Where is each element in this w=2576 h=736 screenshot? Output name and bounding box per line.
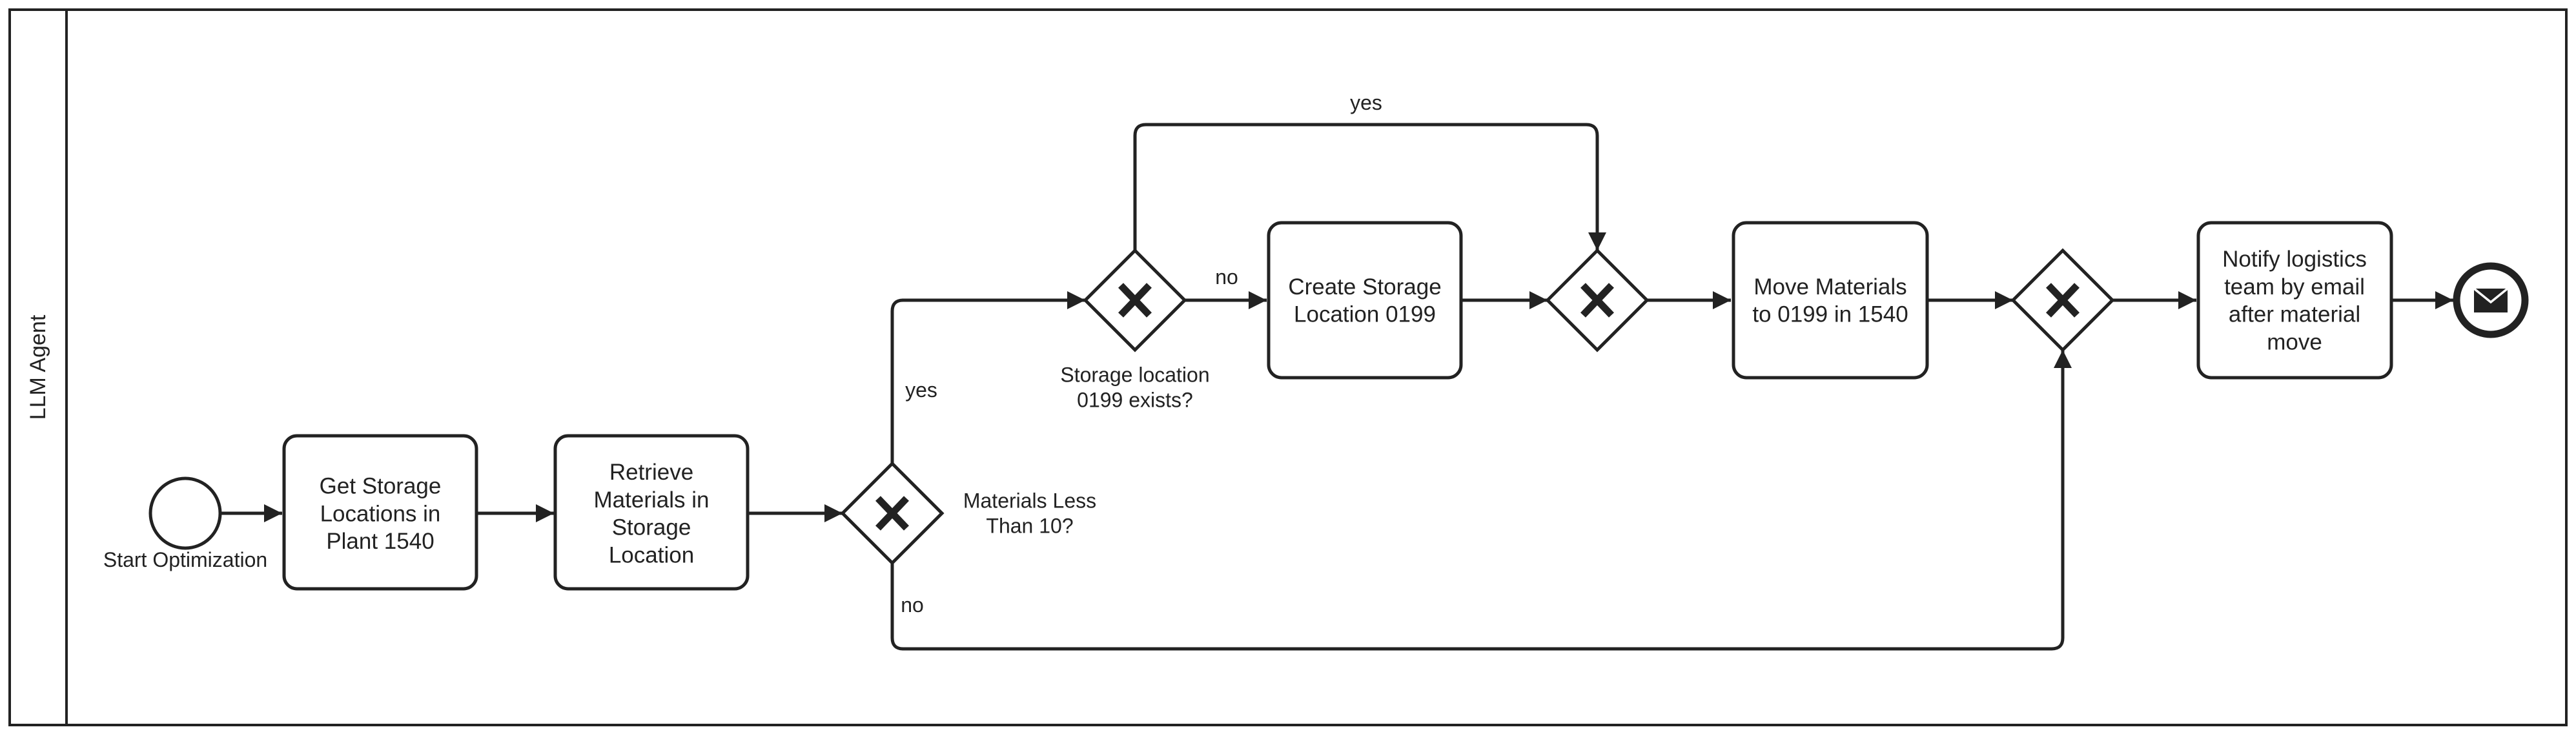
start-event-circle[interactable] [148,476,222,550]
gateway-merge-storage[interactable] [1545,248,1650,353]
label-line: Retrieve [609,460,693,485]
start-event-label: Start Optimization [103,548,267,571]
x-marker-icon [875,496,909,531]
flow-labels: yes no yes no [901,91,1382,617]
label-line: Locations in [320,501,441,526]
label-line: Create Storage [1288,274,1441,300]
pool: LLM Agent [8,8,2568,726]
sequence-flows [221,123,2453,651]
task-box[interactable] [2196,221,2393,380]
end-event-message[interactable] [2453,262,2529,338]
flow-label-yes-top: yes [1350,91,1382,114]
task-box[interactable] [1732,221,1929,380]
x-marker-icon [1118,283,1152,318]
flow-label-yes-materials: yes [905,378,937,402]
flow-label-no-create: no [1215,265,1238,289]
flow-storage-yes-to-merge[interactable] [1133,123,1606,250]
label-line: Materials in [594,487,710,513]
label-line: Move Materials [1753,274,1906,300]
label-line: Storage location [1060,363,1209,387]
flow-materials-no-to-final-gateway[interactable] [890,350,2072,651]
label-line: Get Storage [320,474,442,499]
flow-label-no-materials: no [901,593,924,617]
task-box[interactable] [553,434,750,591]
label-line: team by email [2224,274,2365,300]
task-box[interactable] [282,434,478,591]
label-line: Than 10? [986,515,1073,538]
pool-border [8,8,2568,726]
task-box[interactable] [1267,221,1463,380]
label-line: Location [609,542,694,567]
label-line: 0199 exists? [1077,389,1193,412]
x-marker-icon [2046,283,2080,318]
label-line: to 0199 in 1540 [1752,302,1908,327]
envelope-icon [2473,287,2509,312]
lane-label: LLM Agent [26,314,50,420]
flow-materials-yes-to-storage-gateway[interactable] [890,291,1085,464]
label-line: Materials Less [963,489,1096,513]
label-line: Location 0199 [1294,302,1436,327]
label-line: after material [2229,302,2360,327]
start-event[interactable]: Start Optimization [103,476,267,571]
label-line: move [2267,329,2322,354]
x-marker-icon [1580,283,1614,318]
label-line: Notify logistics [2222,247,2367,272]
gateway-merge-final[interactable] [2010,248,2115,353]
label-line: Storage [612,515,691,540]
label-line: Plant 1540 [326,529,434,554]
